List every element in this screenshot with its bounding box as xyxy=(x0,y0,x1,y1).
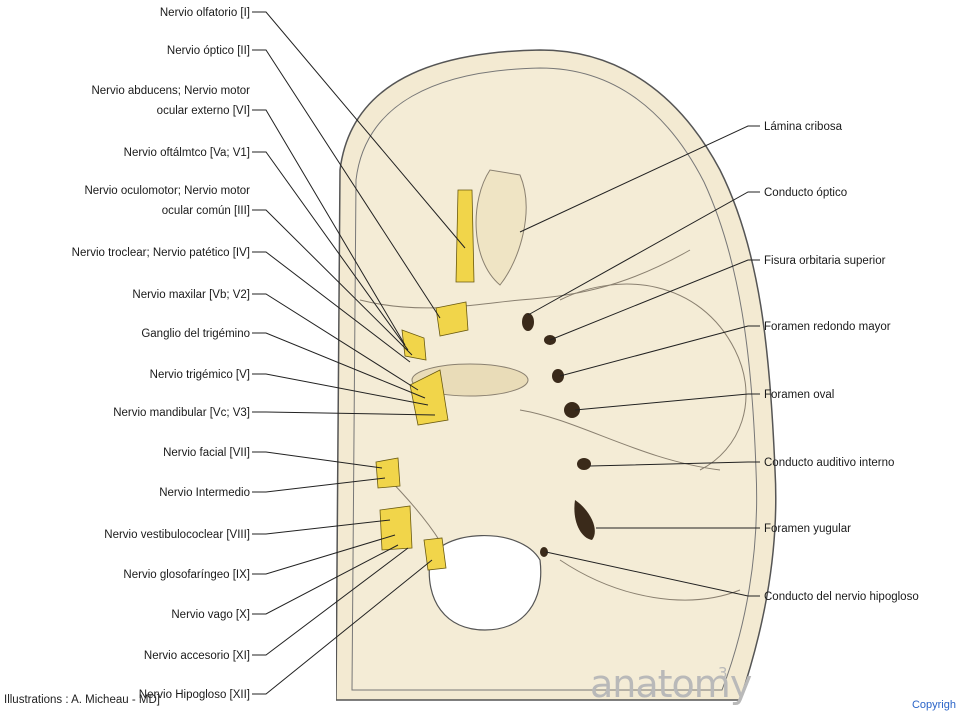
left-label-14: Nervio vestibulococlear [VIII] xyxy=(104,529,250,541)
right-leader-2 xyxy=(549,259,760,341)
left-leader-10 xyxy=(252,373,429,406)
right-label-1: Conducto óptico xyxy=(764,187,848,199)
left-leader-15 xyxy=(252,534,396,575)
left-label-4: Nervio oftálmtco [Va; V1] xyxy=(123,147,250,159)
left-label-12: Nervio facial [VII] xyxy=(163,447,250,459)
left-label-7: Nervio troclear; Nervio patético [IV] xyxy=(71,247,250,259)
leader-lines xyxy=(252,11,760,695)
left-leader-6 xyxy=(252,209,413,356)
petrous-ridge xyxy=(519,409,721,471)
foramina xyxy=(522,313,595,557)
skull-outline xyxy=(0,0,777,720)
left-leader-1 xyxy=(252,49,441,319)
left-leader-13 xyxy=(252,477,386,493)
left-label-11: Nervio mandibular [Vc; V3] xyxy=(113,407,250,419)
left-label-9: Ganglio del trigémino xyxy=(141,328,250,340)
right-label-2: Fisura orbitaria superior xyxy=(764,255,886,267)
left-label-6: ocular común [III] xyxy=(161,205,250,217)
right-leader-0 xyxy=(519,125,760,233)
left-label-0: Nervio olfatorio [I] xyxy=(159,7,250,19)
foramen-rotundum-mark xyxy=(552,369,564,383)
trigeminal-ganglion xyxy=(409,369,449,426)
left-leader-18 xyxy=(252,559,433,695)
left-label-10: Nervio trigémico [V] xyxy=(149,369,250,381)
left-label-13: Nervio Intermedio xyxy=(159,487,250,499)
hypoglossal-canal-mark xyxy=(540,547,548,557)
cranial-nerves xyxy=(375,189,475,571)
label-area-mask xyxy=(0,0,336,720)
right-leader-1 xyxy=(527,191,760,316)
right-leader-7 xyxy=(545,551,760,597)
left-leader-11 xyxy=(252,411,436,416)
left-leader-9 xyxy=(252,332,426,399)
left-leader-8 xyxy=(252,293,419,391)
olfactory-bulb xyxy=(455,189,475,283)
left-label-3: ocular externo [VI] xyxy=(156,105,250,117)
optic-canal-mark xyxy=(522,313,534,331)
right-label-0: Lámina cribosa xyxy=(764,121,842,133)
left-label-1: Nervio óptico [II] xyxy=(166,45,250,57)
left-leader-3 xyxy=(252,109,406,346)
right-leader-4 xyxy=(574,393,760,411)
anatomy-logo-superscript: 3 xyxy=(718,664,728,682)
left-leader-16 xyxy=(252,544,399,615)
left-label-15: Nervio glosofaríngeo [IX] xyxy=(123,569,250,581)
anterior-fossa-ridge xyxy=(359,249,691,309)
jugular-foramen-mark xyxy=(574,500,595,540)
left-leader-0 xyxy=(252,11,466,249)
foramen-ovale-mark xyxy=(564,402,580,418)
right-label-6: Foramen yugular xyxy=(764,523,851,535)
right-leader-3 xyxy=(559,325,760,377)
internal-acoustic-mark xyxy=(577,458,591,470)
right-leader-5 xyxy=(589,461,760,467)
right-label-5: Conducto auditivo interno xyxy=(764,457,895,469)
left-leader-4 xyxy=(252,151,409,351)
anatomy-logo: anatomy xyxy=(590,662,752,706)
left-label-17: Nervio accesorio [XI] xyxy=(143,650,250,662)
copyright-link[interactable]: Copyrigh xyxy=(911,699,956,711)
left-leader-17 xyxy=(252,547,409,656)
jugular-nerve-group xyxy=(379,505,413,551)
facial-nerve-group xyxy=(375,457,401,489)
left-label-2: Nervio abducens; Nervio motor xyxy=(91,85,250,97)
left-label-18: Nervio Hipogloso [XII] xyxy=(138,689,250,701)
left-label-8: Nervio maxilar [Vb; V2] xyxy=(132,289,250,301)
right-label-7: Conducto del nervio hipogloso xyxy=(764,591,919,603)
right-label-3: Foramen redondo mayor xyxy=(764,321,891,333)
optic-nerve xyxy=(435,301,469,337)
middle-fossa-curve xyxy=(559,283,747,471)
left-label-16: Nervio vago [X] xyxy=(171,609,250,621)
left-label-5: Nervio oculomotor; Nervio motor xyxy=(84,185,250,197)
hypoglossal-nerve xyxy=(423,537,447,571)
left-leader-7 xyxy=(252,251,411,363)
foramen-magnum xyxy=(428,535,542,631)
left-leader-12 xyxy=(252,451,383,469)
left-leader-14 xyxy=(252,519,391,535)
illustration-credit: Illustrations : A. Micheau - MD] xyxy=(4,694,160,706)
cribriform-plate xyxy=(475,169,527,286)
right-label-4: Foramen oval xyxy=(764,389,835,401)
